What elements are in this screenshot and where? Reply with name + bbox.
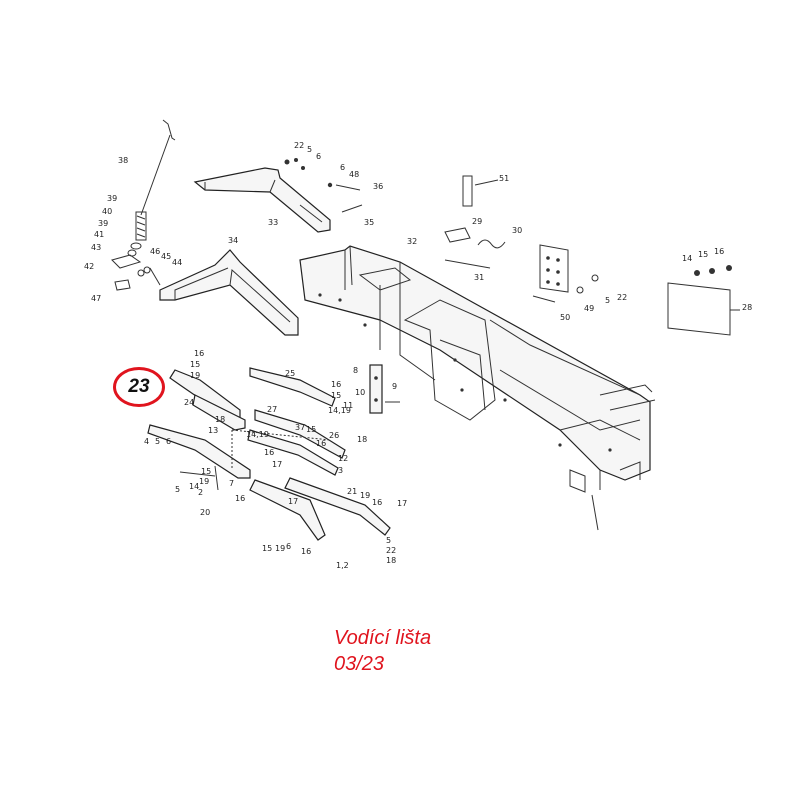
part-label: 5	[175, 485, 180, 494]
part-label: 16	[235, 494, 245, 503]
part-label: 22	[617, 293, 627, 302]
part-label: 33	[268, 218, 278, 227]
part-label: 15	[201, 467, 211, 476]
part-label: 21	[347, 487, 357, 496]
part-label: 15	[331, 391, 341, 400]
part-label: 5	[155, 437, 160, 446]
part-label: 2	[198, 488, 203, 497]
part-label: 46	[150, 247, 160, 256]
part-label: 40	[102, 207, 112, 216]
part-label: 34	[228, 236, 238, 245]
part-label: 6	[166, 437, 171, 446]
part-label: 39	[98, 219, 108, 228]
part-label: 17	[397, 499, 407, 508]
part-label: 50	[560, 313, 570, 322]
callout-number: 23	[128, 376, 150, 397]
caption-title: Vodící lišta	[334, 627, 432, 649]
part-label: 16	[316, 439, 326, 448]
part-label: 13	[208, 426, 218, 435]
lever-rod-assembly	[111, 119, 176, 291]
part-label: 19	[199, 477, 209, 486]
part-label: 15	[190, 360, 200, 369]
part-label: 12	[338, 454, 348, 463]
part-label: 18	[386, 556, 396, 565]
part-label: 16	[372, 498, 382, 507]
part-label: 29	[472, 217, 482, 226]
part-label: 43	[91, 243, 101, 252]
part-label: 45	[161, 252, 171, 261]
part-label: 9	[392, 382, 397, 391]
part-label: 14,19	[328, 406, 351, 415]
part-label: 14,19	[246, 430, 269, 439]
part-label: 11	[343, 401, 353, 410]
part-label: 22	[386, 546, 396, 555]
part-label: 24	[184, 398, 194, 407]
part-label: 15	[262, 544, 272, 553]
part-label: 14	[189, 482, 199, 491]
cross-frame-33	[193, 158, 363, 233]
upper-right-parts	[444, 175, 740, 336]
part-label: 7	[229, 479, 234, 488]
part-label: 48	[349, 170, 359, 179]
part-label: 5	[307, 145, 312, 154]
part-label: 28	[742, 303, 752, 312]
main-frame-1-2	[299, 245, 656, 531]
part-label: 51	[499, 174, 509, 183]
part-label: 19	[360, 491, 370, 500]
part-label: 4	[144, 437, 149, 446]
part-label: 22	[294, 141, 304, 150]
part-label: 15	[306, 425, 316, 434]
part-label: 3	[338, 466, 343, 475]
part-label: 19	[190, 371, 200, 380]
part-label: 18	[357, 435, 367, 444]
part-label: 32	[407, 237, 417, 246]
part-label: 31	[474, 273, 484, 282]
part-label: 44	[172, 258, 182, 267]
caption: Vodící lišta 03/23	[334, 625, 431, 677]
part-label: 36	[373, 182, 383, 191]
part-label: 16	[264, 448, 274, 457]
part-label: 8	[353, 366, 358, 375]
part-label: 42	[84, 262, 94, 271]
part-label: 49	[584, 304, 594, 313]
part-label: 10	[355, 388, 365, 397]
part-label: 26	[329, 431, 339, 440]
part-label: 17	[272, 460, 282, 469]
part-label: 5	[386, 536, 391, 545]
part-label: 1,2	[336, 561, 349, 570]
part-label: 16	[331, 380, 341, 389]
part-label: 18	[215, 415, 225, 424]
part-label: 5	[605, 296, 610, 305]
part-label: 35	[364, 218, 374, 227]
part-label: 38	[118, 156, 128, 165]
highlight-callout-circle: 23	[113, 367, 165, 407]
part-label: 6	[316, 152, 321, 161]
part-number-labels: 38 39 40 39 41 43 46 45 44 42 47 34 22 5…	[84, 141, 752, 570]
part-label: 39	[107, 194, 117, 203]
part-label: 14	[682, 254, 692, 263]
part-label: 6	[340, 163, 345, 172]
part-label: 27	[267, 405, 277, 414]
side-rail-34	[159, 249, 299, 336]
part-label: 6	[286, 542, 291, 551]
part-label: 25	[285, 369, 295, 378]
part-label: 16	[301, 547, 311, 556]
part-label: 15	[698, 250, 708, 259]
part-label: 16	[714, 247, 724, 256]
part-label: 41	[94, 230, 104, 239]
part-label: 16	[194, 349, 204, 358]
part-label: 30	[512, 226, 522, 235]
part-label: 19	[275, 544, 285, 553]
part-label: 17	[288, 497, 298, 506]
part-label: 20	[200, 508, 210, 517]
part-label: 37	[295, 423, 305, 432]
part-label: 47	[91, 294, 101, 303]
guide-rail-group	[147, 364, 400, 541]
caption-code: 03/23	[334, 653, 385, 675]
